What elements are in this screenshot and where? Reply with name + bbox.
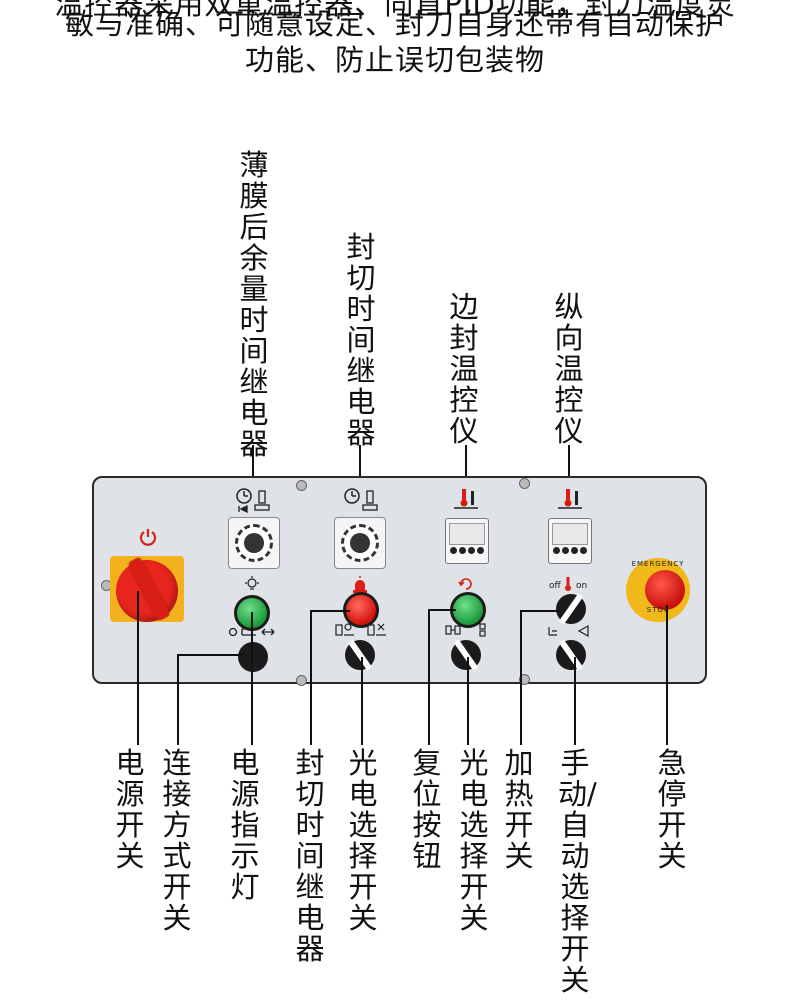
estop-bottom-text: STOP [646, 606, 670, 614]
temp-button[interactable] [468, 547, 475, 554]
heat-on-label: on [576, 581, 588, 591]
leader-heat-v [520, 610, 522, 745]
label-long-temp: 纵向温控仪 [554, 290, 584, 448]
estop-top-text: EMERGENCY [631, 560, 685, 568]
leader-seal-relay-v [310, 610, 312, 745]
label-photo-switch-1: 光电选择开关 [348, 746, 378, 935]
long-temp-controller [548, 518, 592, 564]
label-photo-switch-2: 光电选择开关 [459, 746, 489, 935]
photo-mode-icon [335, 623, 386, 636]
leader-seal-relay-h [310, 610, 350, 612]
panel-screw [296, 675, 307, 686]
label-estop: 急停开关 [657, 746, 687, 873]
heat-switch[interactable] [556, 593, 586, 625]
intro-line-2: 敏与准确、可随意设定、封刀自身还带有自动保护 [64, 7, 725, 41]
power-icon [139, 529, 157, 546]
label-connect-switch: 连接方式开关 [162, 746, 192, 935]
leader-photo-1 [361, 657, 363, 745]
leader-estop [666, 605, 668, 745]
intro-line-3: 功能、防止误切包装物 [244, 43, 545, 77]
photo-mode-icon [445, 623, 486, 637]
heater-temp-icon [454, 489, 478, 509]
temp-button[interactable] [450, 547, 457, 554]
leader-power-lamp [251, 612, 253, 745]
panel-screw [296, 480, 307, 491]
temp-button[interactable] [571, 547, 578, 554]
temp-display [552, 523, 588, 545]
seal-timer-relay [334, 517, 386, 569]
timer-clock-icon [236, 488, 270, 513]
label-seal-timer: 封切时间继电器 [346, 230, 376, 450]
temp-button[interactable] [477, 547, 484, 554]
manual-auto-switch[interactable] [556, 639, 586, 671]
label-manual-auto: 手动/自动选择开关 [558, 746, 597, 997]
label-seal-relay: 封切时间继电器 [295, 746, 325, 966]
label-edge-temp: 边封温控仪 [449, 290, 479, 448]
label-power-lamp: 电源指示灯 [230, 746, 260, 904]
panel-screw [519, 478, 530, 489]
label-power-switch: 电源开关 [115, 746, 145, 873]
label-film-timer: 薄膜后余量时间继电器 [239, 148, 269, 461]
label-heat-switch: 加热开关 [504, 746, 534, 873]
intro-line-1: 温控器采用双重温控器、同直PID功能，封刀温度灵 [54, 0, 736, 21]
heat-icon [565, 577, 571, 591]
temp-button[interactable] [459, 547, 466, 554]
temp-button[interactable] [580, 547, 587, 554]
timer-clock-icon [344, 488, 378, 511]
heater-temp-icon [558, 489, 582, 509]
photo-select-switch-2[interactable] [451, 639, 481, 671]
timer-dial-knob[interactable] [350, 533, 370, 553]
temp-display [449, 523, 485, 545]
timer-dial-knob[interactable] [244, 533, 264, 553]
control-panel [92, 476, 707, 684]
leader-photo-2 [467, 657, 469, 745]
edge-temp-controller [445, 518, 489, 564]
temp-buttons [553, 547, 587, 557]
lamp-icon [245, 576, 259, 590]
warning-light-icon [353, 576, 367, 593]
reset-icon [458, 578, 472, 590]
leader-reset-v [428, 609, 430, 745]
label-reset-button: 复位按钮 [412, 746, 442, 873]
leader-power-switch [137, 591, 139, 745]
leader-manual-auto [574, 657, 576, 745]
film-timer-relay [228, 517, 280, 569]
timer-dial [341, 524, 379, 562]
temp-button[interactable] [553, 547, 560, 554]
photo-select-switch-1[interactable] [345, 639, 375, 671]
connect-mode-switch[interactable] [238, 642, 268, 672]
manual-auto-icon [548, 624, 589, 638]
temp-button[interactable] [562, 547, 569, 554]
temp-buttons [450, 547, 484, 557]
emergency-stop-button[interactable] [645, 570, 685, 610]
leader-connect-h [177, 654, 243, 656]
connection-mode-icon [228, 627, 275, 637]
leader-connect-v [177, 654, 179, 745]
leader-heat-h [520, 610, 560, 612]
heat-off-label: off [549, 581, 561, 591]
leader-reset-h [428, 609, 456, 611]
panel-screw [519, 674, 530, 685]
